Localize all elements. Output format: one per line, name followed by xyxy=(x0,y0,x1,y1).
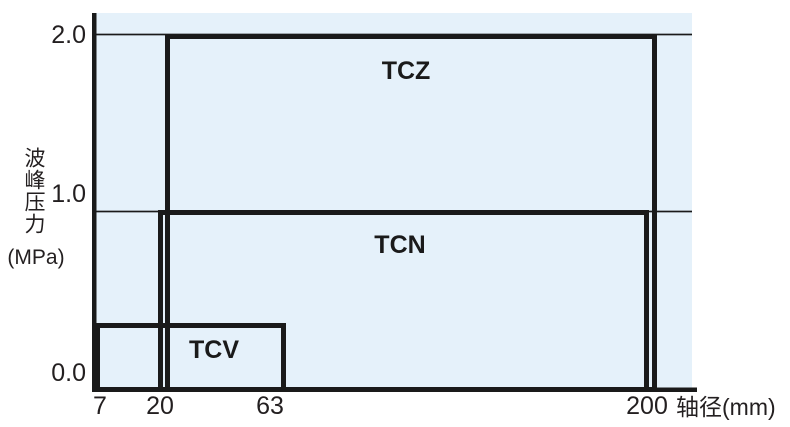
x-tick-7: 7 xyxy=(93,392,107,420)
y-tick-2-0: 2.0 xyxy=(51,21,86,49)
y-axis-line xyxy=(92,13,97,392)
range-box-tcn xyxy=(158,210,649,392)
y-axis-title: 波峰压力 xyxy=(22,147,45,235)
series-label-tcz: TCZ xyxy=(381,57,431,85)
x-axis-title: 轴径(mm) xyxy=(676,394,776,420)
x-tick-63: 63 xyxy=(256,392,284,420)
x-tick-20: 20 xyxy=(146,392,174,420)
series-label-tcn: TCN xyxy=(374,231,426,259)
series-label-tcv: TCV xyxy=(189,336,239,364)
y-tick-0-0: 0.0 xyxy=(51,359,86,387)
y-tick-1-0: 1.0 xyxy=(51,180,86,208)
y-axis-unit: (MPa) xyxy=(7,246,65,269)
range-box-tcv xyxy=(95,323,286,392)
x-tick-200: 200 xyxy=(626,392,668,420)
